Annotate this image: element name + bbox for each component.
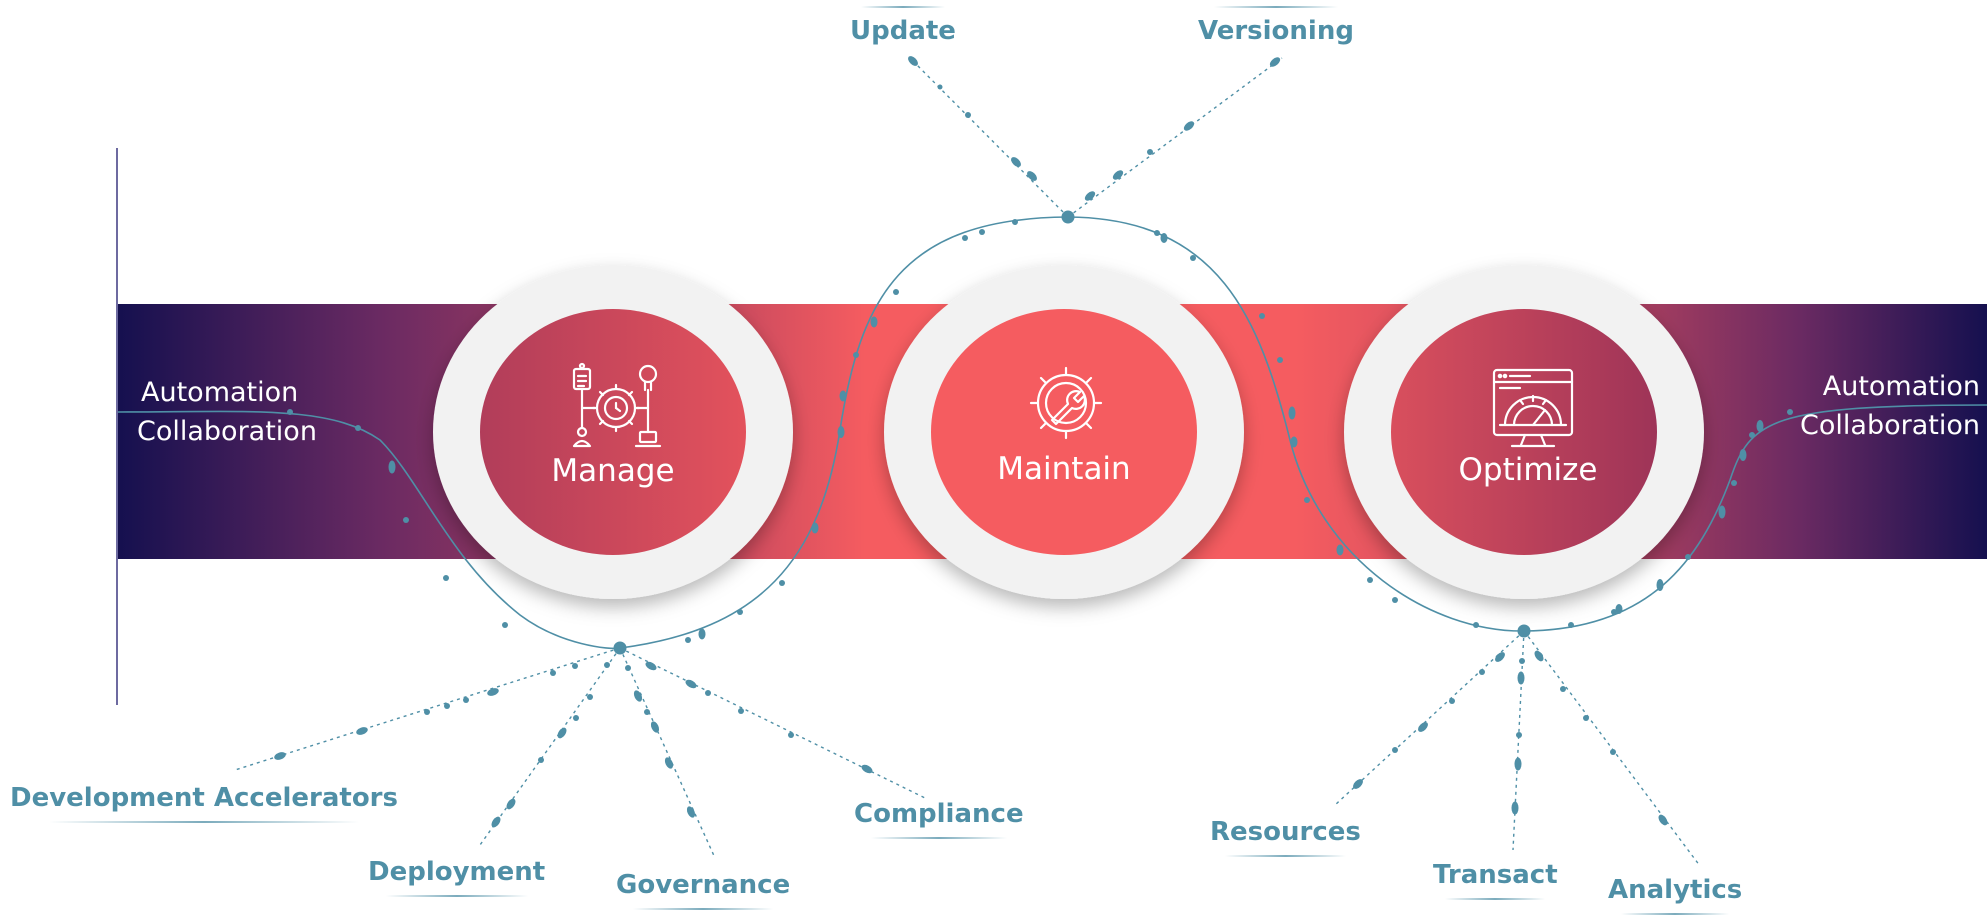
label-compliance: Compliance	[854, 799, 1024, 839]
label-analytics: Analytics	[1608, 875, 1743, 915]
ring-manage	[433, 265, 793, 599]
path-beads	[274, 56, 1793, 828]
right-side-line-1: Automation	[1822, 371, 1980, 402]
dashboard-monitor-icon	[1492, 368, 1574, 448]
left-side-label: Automation Collaboration	[137, 373, 317, 451]
optimize-title: Optimize	[1458, 452, 1598, 488]
label-versioning: Versioning	[1198, 6, 1354, 46]
left-side-line-1: Automation	[141, 377, 299, 408]
right-side-line-2: Collaboration	[1800, 410, 1980, 441]
left-side-line-2: Collaboration	[137, 416, 317, 447]
right-side-label: Automation Collaboration	[1793, 367, 1980, 445]
label-development-accelerators: Development Accelerators	[10, 783, 398, 823]
ring-optimize	[1344, 265, 1704, 599]
label-update: Update	[850, 6, 956, 46]
label-transact: Transact	[1433, 860, 1558, 900]
label-resources: Resources	[1210, 817, 1361, 857]
manage-title: Manage	[551, 453, 675, 489]
flow-curve	[117, 216, 1987, 650]
wrench-gear-icon	[1029, 366, 1103, 440]
maintain-title: Maintain	[997, 451, 1131, 487]
workflow-gear-icon	[572, 362, 662, 448]
label-deployment: Deployment	[368, 857, 546, 897]
label-governance: Governance	[616, 870, 791, 910]
